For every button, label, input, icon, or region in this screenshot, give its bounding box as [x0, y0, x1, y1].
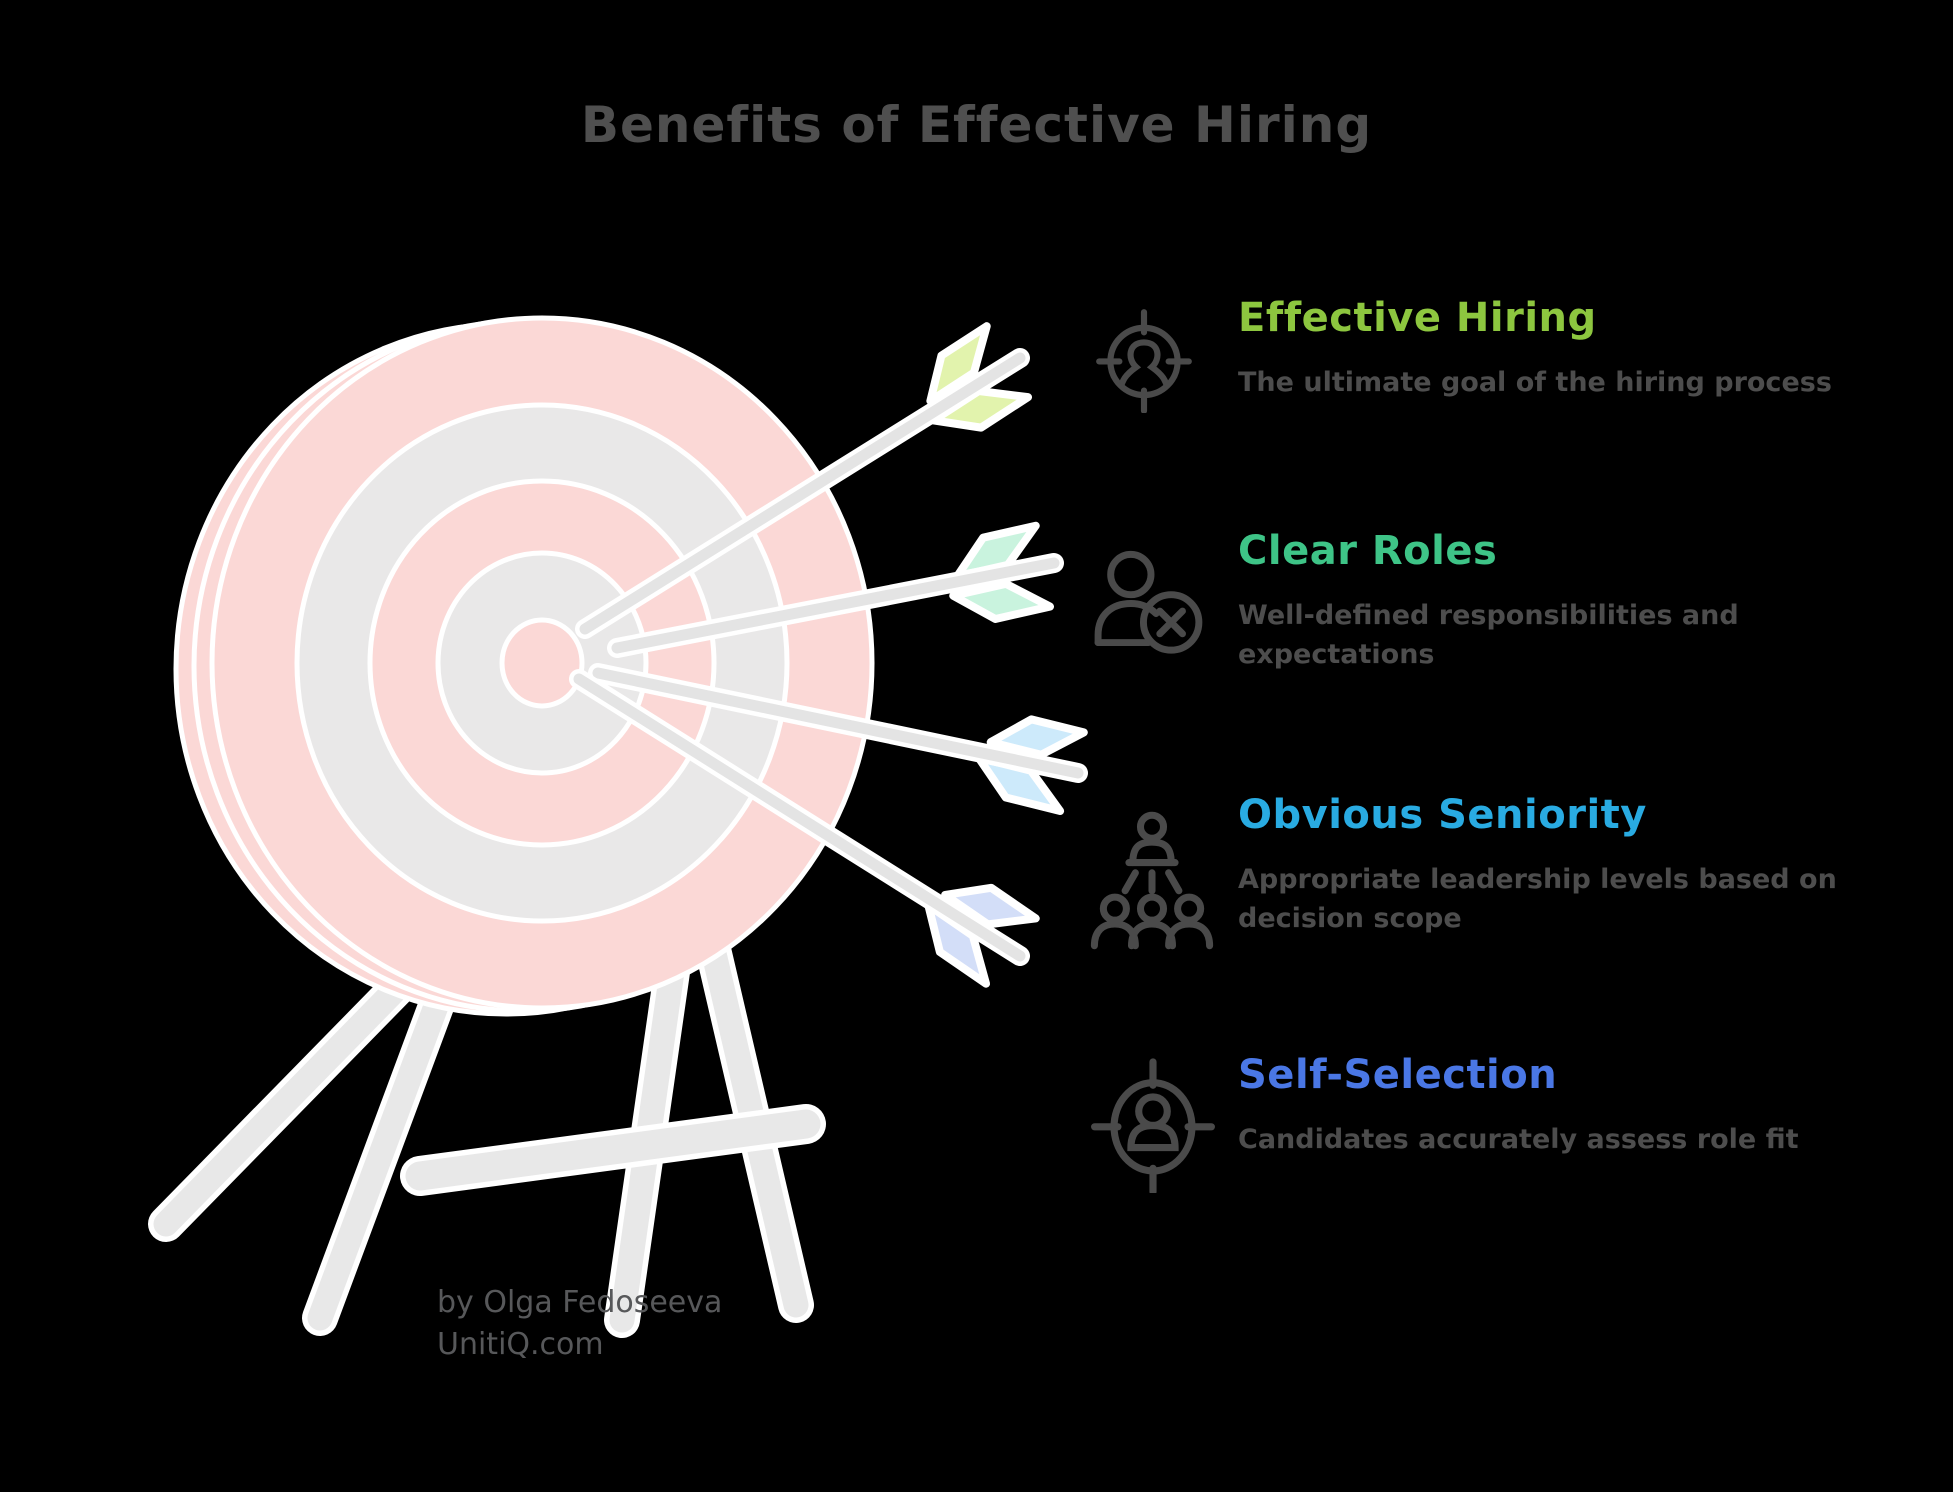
- benefit-text: Effective Hiring The ultimate goal of th…: [1238, 295, 1918, 402]
- arrow-3: [588, 663, 1088, 816]
- user-focus-icon: [1088, 295, 1238, 417]
- benefit-item-effective-hiring: Effective Hiring The ultimate goal of th…: [1088, 295, 1918, 417]
- user-remove-icon: [1088, 528, 1238, 662]
- benefit-description: Well-defined responsibilities and expect…: [1238, 600, 1739, 671]
- benefit-description: Candidates accurately assess role fit: [1238, 1124, 1799, 1155]
- benefit-item-self-selection: Self-Selection Candidates accurately ass…: [1088, 1052, 1918, 1197]
- attribution-website: UnitiQ.com: [437, 1327, 604, 1362]
- benefit-heading: Obvious Seniority: [1238, 792, 1647, 838]
- arrow-4: [569, 669, 1040, 988]
- benefit-item-obvious-seniority: Obvious Seniority Appropriate leadership…: [1088, 792, 1918, 955]
- target-stand: [148, 897, 826, 1338]
- team-hierarchy-icon: [1088, 792, 1238, 955]
- arrow-1: [575, 322, 1033, 639]
- bullseye: [499, 617, 585, 709]
- target-illustration: [148, 315, 1088, 1338]
- benefit-heading: Self-Selection: [1238, 1052, 1558, 1098]
- attribution-author: by Olga Fedoseeva: [437, 1285, 723, 1320]
- attribution: by Olga Fedoseeva UnitiQ.com: [437, 1282, 722, 1366]
- benefit-heading: Effective Hiring: [1238, 295, 1597, 341]
- arrow-4-fletching: [924, 883, 1040, 988]
- target-rings: [209, 315, 875, 1011]
- benefit-description: The ultimate goal of the hiring process: [1238, 367, 1832, 398]
- benefit-text: Clear Roles Well-defined responsibilitie…: [1238, 528, 1918, 674]
- benefit-text: Obvious Seniority Appropriate leadership…: [1238, 792, 1918, 938]
- arrow-1-fletching: [926, 322, 1033, 432]
- page-title: Benefits of Effective Hiring: [580, 96, 1373, 154]
- benefit-description: Appropriate leadership levels based on d…: [1238, 864, 1837, 935]
- benefit-heading: Clear Roles: [1238, 528, 1498, 574]
- benefit-item-clear-roles: Clear Roles Well-defined responsibilitie…: [1088, 528, 1918, 674]
- arrow-2-fletching: [949, 521, 1055, 623]
- arrow-2: [607, 521, 1064, 658]
- benefit-text: Self-Selection Candidates accurately ass…: [1238, 1052, 1918, 1159]
- user-target-icon: [1088, 1052, 1238, 1197]
